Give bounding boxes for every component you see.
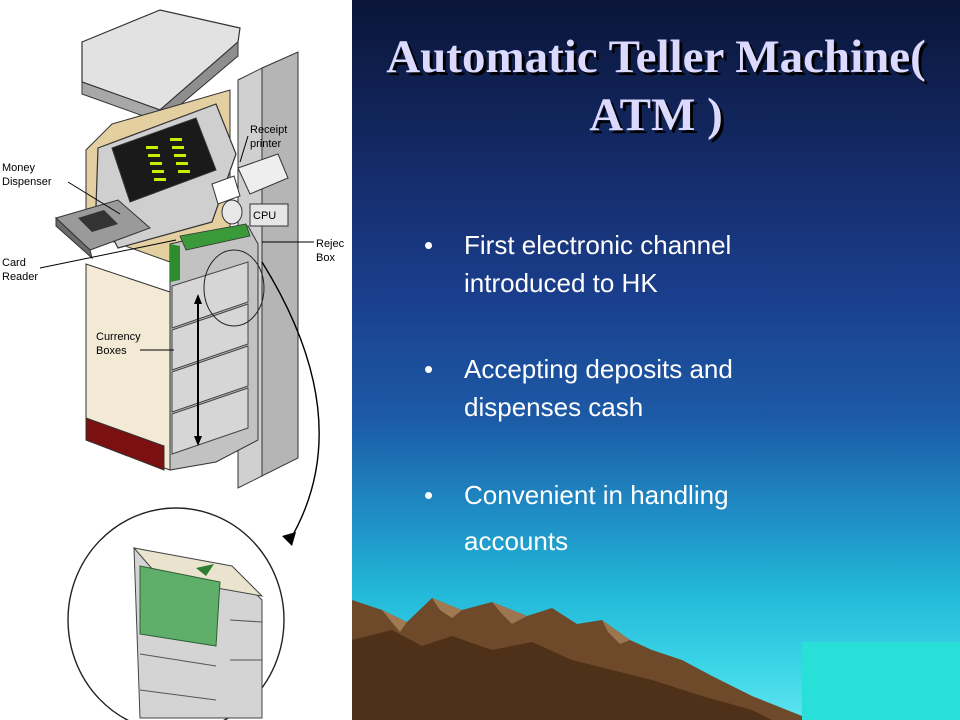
label-reject-box-2: Box [316, 252, 335, 264]
atm-keypad [78, 210, 118, 232]
atm-green-panel [170, 244, 180, 282]
atm-receipt-slot [211, 175, 241, 205]
atm-base [85, 417, 165, 471]
bullet-item: • Convenient in handling accounts [424, 476, 944, 560]
atm-keypad-edge [55, 216, 93, 260]
mountain-landscape [352, 598, 960, 720]
label-card-reader-2: Reader [2, 271, 38, 283]
atm-detail-circle [203, 249, 265, 327]
atm-currency-boxes [171, 261, 249, 455]
atm-cpu-knob [221, 199, 243, 225]
label-currency-boxes-1: Currency [96, 331, 141, 343]
label-cpu: CPU [253, 210, 276, 222]
bullet-list: • First electronic channel introduced to… [424, 226, 944, 560]
atm-right-column [261, 51, 299, 477]
bullet-item: • First electronic channel introduced to… [424, 226, 944, 302]
atm-screen-text [146, 138, 190, 181]
bullet-text-line2: dispenses cash [464, 392, 644, 422]
zoom-banknote [139, 565, 221, 647]
atm-screen [111, 117, 217, 203]
atm-arrow-down [194, 436, 202, 446]
atm-receipt-printer [237, 153, 289, 195]
bullet-marker: • [424, 480, 434, 510]
bullet-text-line1: First electronic channel [464, 230, 732, 260]
label-receipt-printer-2: printer [250, 138, 282, 150]
label-receipt-printer-1: Receipt [250, 124, 287, 136]
bullet-item: • Accepting deposits and dispenses cash [424, 350, 944, 426]
bullet-marker: • [424, 354, 434, 384]
atm-arrow-up [194, 294, 202, 304]
bullet-text-line2: accounts [464, 526, 569, 556]
bullet-text-line2: introduced to HK [464, 268, 658, 298]
bullet-text-line1: Convenient in handling [464, 480, 729, 510]
label-money-dispenser-2: Dispenser [2, 176, 52, 188]
zoom-arrow-head [282, 532, 296, 546]
zoom-arrow-green [196, 564, 214, 576]
atm-diagram-panel: Receipt printer Money Dispenser CPU Reje… [0, 0, 352, 720]
sea [802, 642, 960, 720]
label-money-dispenser-1: Money [2, 162, 36, 174]
label-card-reader-1: Card [2, 257, 26, 269]
slide-content-panel: Automatic Teller Machine( ATM ) • First … [352, 0, 960, 720]
zoom-arrow [261, 261, 320, 541]
atm-reject-box [179, 223, 251, 251]
label-reject-box-1: Rejec [316, 238, 345, 250]
atm-diagram: Receipt printer Money Dispenser CPU Reje… [2, 9, 345, 720]
mountain-shadow [352, 630, 772, 720]
label-currency-boxes-2: Boxes [96, 345, 127, 357]
bullet-text-line1: Accepting deposits and [464, 354, 733, 384]
slide-title: Automatic Teller Machine( ATM ) [386, 31, 926, 141]
atm-cpu-box [249, 203, 289, 227]
bullet-marker: • [424, 230, 434, 260]
